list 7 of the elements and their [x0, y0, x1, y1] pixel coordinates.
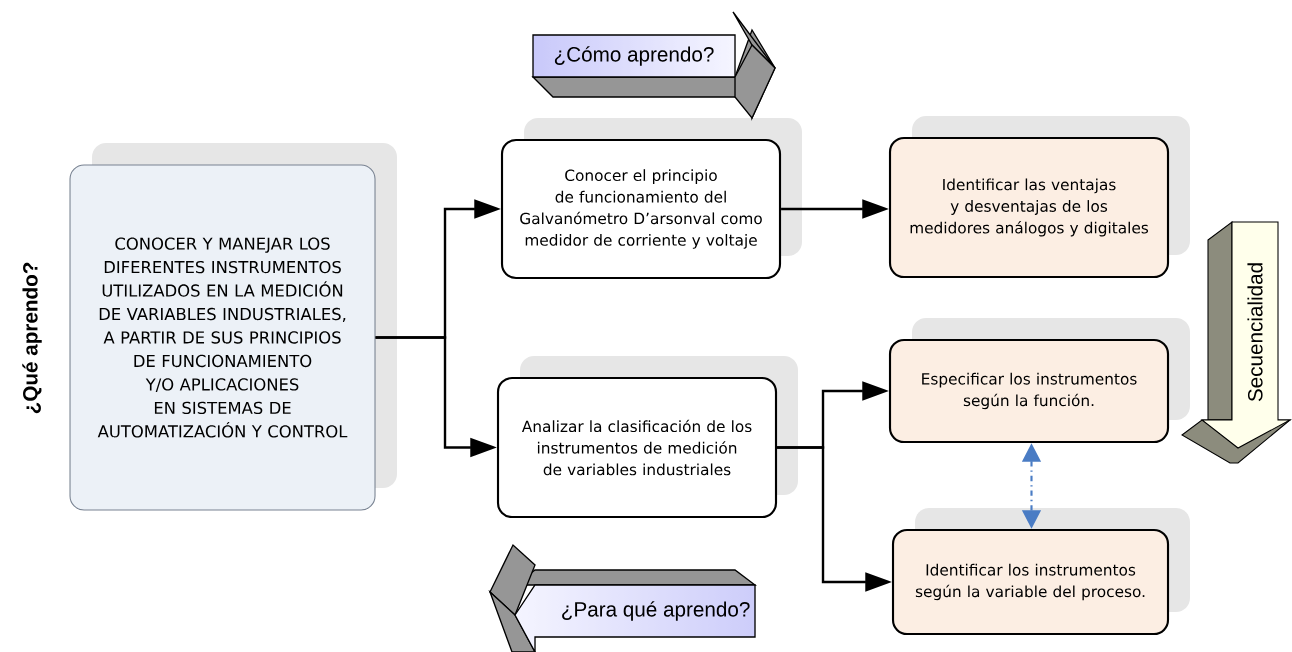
process-box: Identificar los instrumentos según la variable del proceso.	[891, 528, 1170, 636]
process-box: Especificar los instrumentos según la función.	[888, 338, 1170, 444]
goal-box: CONOCER Y MANEJAR LOS DIFERENTES INSTRUMENTOS UTILIZADOS EN LA MEDICIÓN DE VARIABLES INDUSTRIALES, A PARTIR DE SUS PRINCIPIOS DE FUNCIONAMIENTO Y/O APLICACIONES EN SISTEMAS DE AUTOMATIZACIÓN Y CONTROL	[69, 164, 376, 511]
process-box: Conocer el principio de funcionamiento del Galvanómetro D’arsonval como medidor de corriente y voltaje	[500, 138, 782, 280]
side-heading: ¿Qué aprendo?	[22, 262, 42, 414]
process-box: Identificar las ventajas y desventajas de los medidores análogos y digitales	[888, 136, 1170, 279]
process-box: Analizar la clasificación de los instrumentos de medición de variables industriales	[496, 376, 778, 519]
